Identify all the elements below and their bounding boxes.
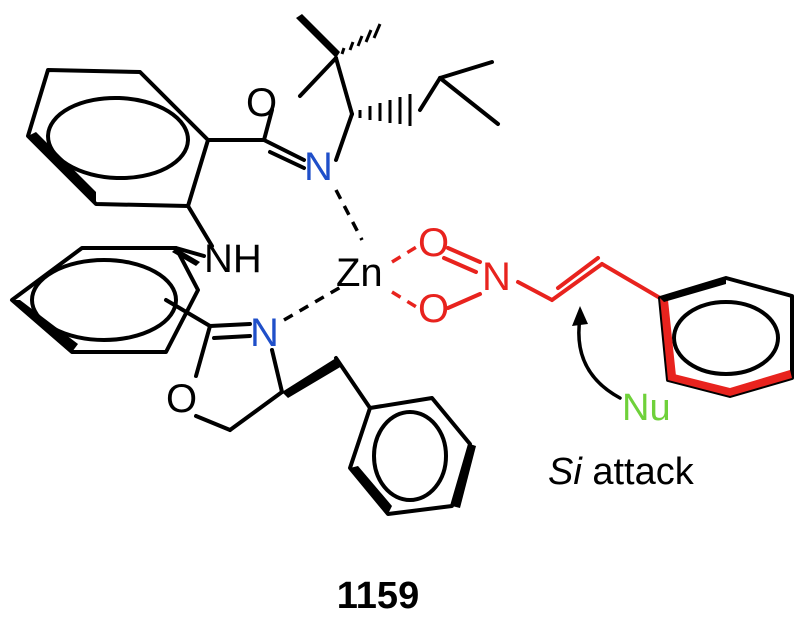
nitroalkene xyxy=(391,244,662,310)
atom-n-upper: N xyxy=(304,145,333,189)
zn-o-coordination-bottom xyxy=(391,290,419,310)
atom-nh: NH xyxy=(204,237,262,281)
atom-zinc: Zn xyxy=(336,251,383,295)
styryl-phenyl-ring xyxy=(658,276,794,398)
atom-o-nitro-bottom: O xyxy=(418,287,449,331)
upper-benzene-ring xyxy=(26,68,210,208)
atom-n-nitro: N xyxy=(482,255,511,299)
atom-o-upper-ring: O xyxy=(246,81,277,125)
atom-o-lower-ring: O xyxy=(166,377,197,421)
isopropyl-group xyxy=(358,60,500,126)
n-zn-coordination-lower xyxy=(283,282,347,322)
n-zn-coordination-upper xyxy=(334,189,364,241)
lower-benzene-ring xyxy=(10,246,206,354)
compound-number: 1159 xyxy=(337,575,419,617)
lower-oxazoline-ring xyxy=(164,298,342,432)
atom-n-lower: N xyxy=(250,311,279,355)
benzyl-phenyl-ring xyxy=(334,356,476,516)
attack-arrow xyxy=(572,306,622,400)
gem-dimethyl xyxy=(296,14,382,58)
si-attack-caption: Si attack xyxy=(548,451,695,493)
nucleophile-label: Nu xyxy=(622,387,671,429)
si-face-label: Si xyxy=(548,451,583,493)
atom-o-nitro-top: O xyxy=(418,221,449,265)
attack-word: attack xyxy=(582,451,695,493)
aryl-nh-bond xyxy=(186,204,214,248)
upper-oxazoline-ring xyxy=(206,56,354,170)
zn-o-coordination-top xyxy=(391,244,419,264)
